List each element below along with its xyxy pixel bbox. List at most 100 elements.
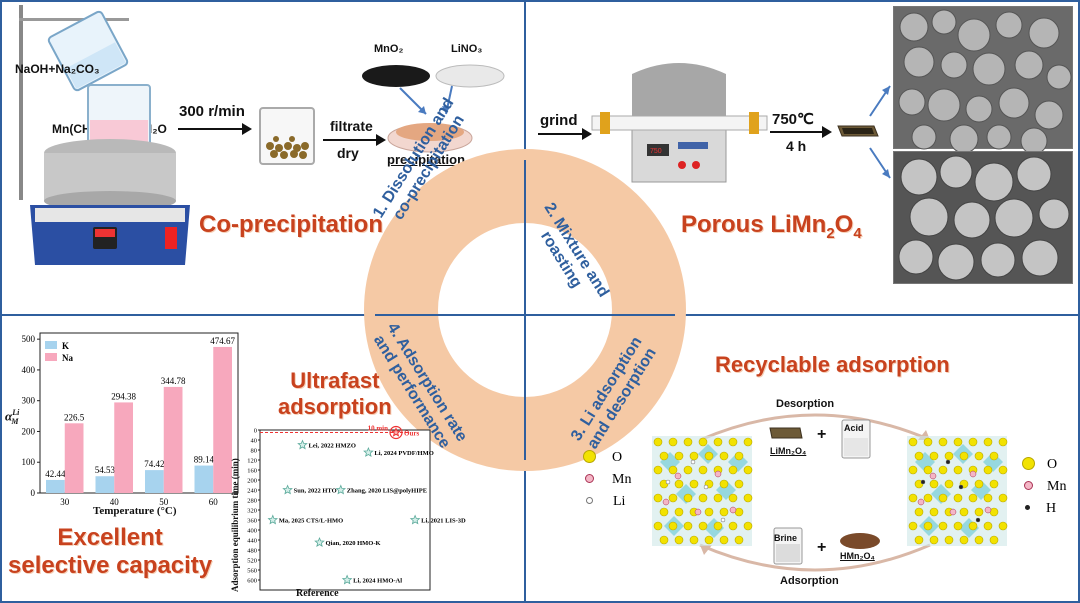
scatter-point xyxy=(314,536,325,547)
bar-value-label: 474.67 xyxy=(210,336,235,346)
bar-k xyxy=(194,465,214,493)
legend-left-mn: Mn xyxy=(583,470,631,492)
scatter-point xyxy=(282,484,293,495)
o-atom xyxy=(914,535,924,545)
process-ring xyxy=(364,149,686,471)
o-atom xyxy=(983,437,993,447)
o-atom xyxy=(974,479,984,489)
bar-na xyxy=(213,346,232,493)
o-atom xyxy=(668,493,678,503)
powder-piles-icon xyxy=(362,64,505,88)
bar-x-label: Temperature (°C) xyxy=(93,505,177,517)
li-atom-icon xyxy=(586,497,593,505)
o-atom xyxy=(659,451,669,461)
o-atom xyxy=(998,437,1008,447)
o-atom xyxy=(689,479,699,489)
scatter-point-label: Qian, 2020 HMO-K xyxy=(326,540,381,547)
bar-y-label-sub: M xyxy=(11,416,19,426)
legend-right-h: H xyxy=(1022,499,1066,521)
bar-value-label: 294.38 xyxy=(111,391,136,401)
bar-k xyxy=(145,470,164,493)
grind-label: grind xyxy=(540,112,578,129)
o-atom xyxy=(938,465,948,475)
o-atom xyxy=(704,451,714,461)
mn-atom xyxy=(674,472,682,480)
crystal-structure-right xyxy=(907,436,1008,546)
o-atom xyxy=(719,507,729,517)
adsorption-time-scatter-chart: 0408012016020024028032036040044048052056… xyxy=(247,425,466,591)
bar-y-tick-label: 100 xyxy=(22,457,36,467)
o-atom xyxy=(983,465,993,475)
pouring-beaker-icon xyxy=(47,10,129,92)
o-atom xyxy=(944,451,954,461)
filtrate-label: filtrate xyxy=(330,118,373,134)
o-atom xyxy=(998,493,1008,503)
scatter-y-label: Adsorption equilibrium time (min) xyxy=(230,458,240,592)
ultrafast-line1: Ultrafast xyxy=(290,368,380,393)
o-atom xyxy=(989,507,999,517)
lino3-label: LiNO₃ xyxy=(451,43,483,55)
o-atom xyxy=(923,493,933,503)
o-atom xyxy=(734,507,744,517)
selectivity-bar-chart: 010020030040050042.44226.53054.53294.384… xyxy=(22,332,239,507)
bar-na xyxy=(163,386,183,493)
svg-text:750: 750 xyxy=(650,148,662,155)
mn-atom-icon xyxy=(585,474,594,484)
scatter-y-tick-label: 80 xyxy=(251,448,258,455)
scatter-y-tick-label: 320 xyxy=(247,508,257,515)
reagent-naoh-label: NaOH+Na₂CO₃ xyxy=(15,62,100,76)
scatter-y-tick-label: 0 xyxy=(254,428,257,435)
o-atom xyxy=(974,507,984,517)
scatter-point xyxy=(363,446,374,457)
o-atom xyxy=(923,465,933,475)
plus-sign-top: + xyxy=(817,426,827,443)
o-atom xyxy=(908,437,918,447)
scatter-x-label: Reference xyxy=(296,588,339,599)
li-or-h-atom xyxy=(920,479,926,485)
legend-right-h-text: H xyxy=(1046,501,1057,516)
o-atom xyxy=(728,437,738,447)
hmn2o4-label: HMn₂O₄ xyxy=(840,551,875,561)
bar-na xyxy=(114,402,133,493)
o-atom xyxy=(698,521,708,531)
mn-atom xyxy=(694,508,702,516)
limn2o4-label: LiMn₂O₄ xyxy=(770,446,806,456)
legend-left: O Mn Li xyxy=(583,448,631,514)
bar-x-tick-label: 30 xyxy=(60,497,70,507)
o-atom xyxy=(683,465,693,475)
stir-speed-label: 300 r/min xyxy=(179,103,245,120)
scatter-point-label: Sun, 2022 HTO xyxy=(294,488,337,495)
o-atom xyxy=(704,507,714,517)
o-atom xyxy=(728,465,738,475)
o-atom xyxy=(653,465,663,475)
o-atom xyxy=(674,451,684,461)
o-atom xyxy=(989,451,999,461)
scatter-point-label: Ma, 2025 CTS/L-HMO xyxy=(279,518,343,525)
o-atom xyxy=(959,451,969,461)
o-atom xyxy=(929,507,939,517)
porous-title-part-o: O xyxy=(834,211,854,238)
arrow-2-shaft xyxy=(323,139,379,141)
blue-arrows-icon xyxy=(399,85,453,115)
ours-marker xyxy=(389,425,403,440)
o-atom xyxy=(998,521,1008,531)
o-atom xyxy=(698,465,708,475)
bar-x-tick-label: 60 xyxy=(209,497,219,507)
scatter-y-tick-label: 480 xyxy=(247,548,257,555)
o-atom xyxy=(653,493,663,503)
scatter-y-tick-label: 200 xyxy=(247,478,257,485)
li-or-h-atom xyxy=(665,479,671,485)
scatter-point-label: Zhang, 2020 LIS@polyHIPE xyxy=(347,488,427,495)
o-atom xyxy=(938,437,948,447)
arrow-3-head-icon xyxy=(582,128,592,140)
scatter-point-label: Lei, 2022 HMZO xyxy=(309,443,356,450)
o-atom xyxy=(668,465,678,475)
o-atom xyxy=(704,535,714,545)
o-atom xyxy=(719,451,729,461)
bar-y-label-sup: Li xyxy=(12,408,20,417)
coprecipitation-title: Co-precipitation xyxy=(199,211,383,238)
o-atom xyxy=(683,493,693,503)
o-atom xyxy=(989,535,999,545)
arrow-3-shaft xyxy=(538,133,584,135)
o-atom xyxy=(698,493,708,503)
